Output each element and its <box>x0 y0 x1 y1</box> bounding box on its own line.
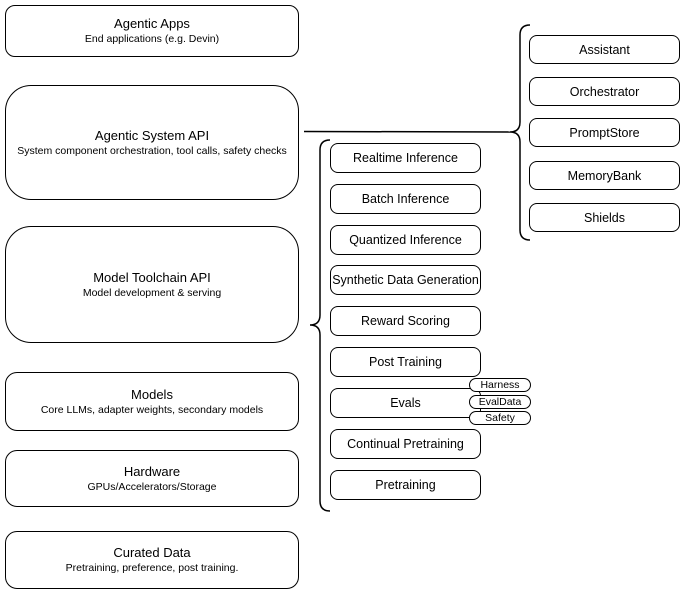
box-batch-inference: Batch Inference <box>330 184 481 214</box>
box-label: Reward Scoring <box>361 314 450 328</box>
box-curated-data: Curated Data Pretraining, preference, po… <box>5 531 299 589</box>
pill-label: Harness <box>480 379 520 391</box>
box-agentic-apps: Agentic Apps End applications (e.g. Devi… <box>5 5 299 57</box>
box-agentic-system-api: Agentic System API System component orch… <box>5 85 299 200</box>
pill-evaldata: EvalData <box>469 395 531 409</box>
box-continual-pretraining: Continual Pretraining <box>330 429 481 459</box>
pill-safety: Safety <box>469 411 531 425</box>
box-assistant: Assistant <box>529 35 680 64</box>
box-label: Shields <box>584 210 625 225</box>
toolchain-brace <box>309 139 331 512</box>
box-subtitle: End applications (e.g. Devin) <box>84 33 220 45</box>
pill-label: Safety <box>485 412 515 424</box>
box-subtitle: Core LLMs, adapter weights, secondary mo… <box>40 403 264 416</box>
system-components-brace <box>509 24 531 241</box>
box-quantized-inference: Quantized Inference <box>330 225 481 255</box>
box-title: Models <box>131 386 173 402</box>
pill-harness: Harness <box>469 378 531 392</box>
box-realtime-inference: Realtime Inference <box>330 143 481 173</box>
box-promptstore: PromptStore <box>529 118 680 147</box>
box-subtitle: Pretraining, preference, post training. <box>65 562 239 574</box>
box-title: Agentic System API <box>94 127 210 143</box>
box-models: Models Core LLMs, adapter weights, secon… <box>5 372 299 431</box>
box-hardware: Hardware GPUs/Accelerators/Storage <box>5 450 299 507</box>
pill-label: EvalData <box>478 396 522 408</box>
box-label: Batch Inference <box>361 192 450 206</box>
box-pretraining: Pretraining <box>330 470 481 500</box>
system-api-connector-line <box>303 130 511 133</box>
box-title: Agentic Apps <box>114 16 190 31</box>
box-title: Model Toolchain API <box>93 269 211 285</box>
box-subtitle: GPUs/Accelerators/Storage <box>87 480 217 493</box>
box-subtitle: System component orchestration, tool cal… <box>17 144 287 157</box>
box-label: Pretraining <box>375 478 436 492</box>
box-shields: Shields <box>529 203 680 232</box>
box-label: Continual Pretraining <box>347 437 464 451</box>
box-label: Evals <box>390 396 421 410</box>
box-label: Assistant <box>579 42 630 57</box>
box-orchestrator: Orchestrator <box>529 77 680 106</box>
box-label: Synthetic Data Generation <box>332 273 479 287</box>
box-title: Hardware <box>123 463 181 479</box>
box-synthetic-data-generation: Synthetic Data Generation <box>330 265 481 295</box>
box-evals: Evals <box>330 388 481 418</box>
box-post-training: Post Training <box>330 347 481 377</box>
box-subtitle: Model development & serving <box>82 286 222 299</box>
box-label: Orchestrator <box>569 84 640 99</box>
box-reward-scoring: Reward Scoring <box>330 306 481 336</box>
box-label: PromptStore <box>569 125 640 140</box>
box-memorybank: MemoryBank <box>529 161 680 190</box>
box-title: Curated Data <box>113 545 191 560</box>
box-model-toolchain-api: Model Toolchain API Model development & … <box>5 226 299 343</box>
box-label: Quantized Inference <box>349 233 462 247</box>
box-label: MemoryBank <box>567 168 642 183</box>
box-label: Realtime Inference <box>353 151 458 165</box>
box-label: Post Training <box>369 355 442 369</box>
